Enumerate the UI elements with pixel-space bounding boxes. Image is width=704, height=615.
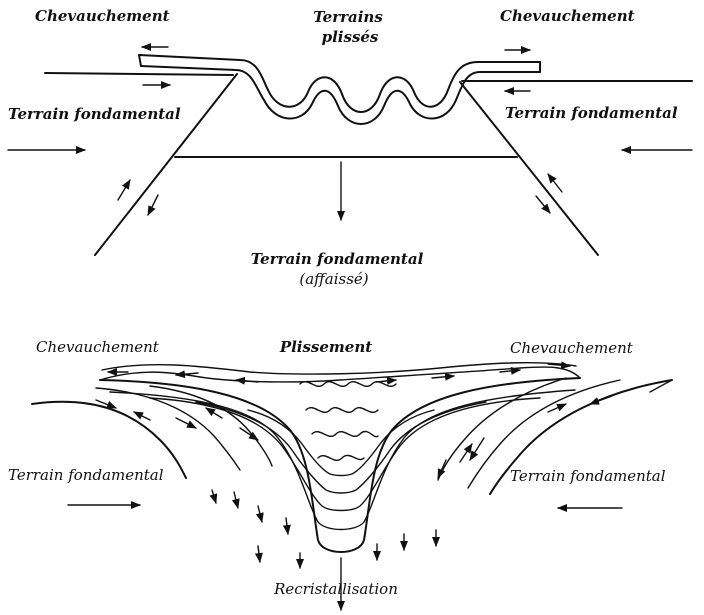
bottom-arrow-left-fault-3 — [176, 418, 196, 428]
bottom-left-fault-3 — [150, 386, 272, 466]
top-arrow-right-fault-down — [536, 196, 550, 213]
top-label-basement-left: Terrain fondamental — [8, 105, 181, 123]
bottom-fold-layer-3 — [150, 398, 540, 511]
top-label-basement-center-line1: Terrain fondamental — [251, 250, 424, 268]
top-arrow-left-fault-up — [118, 180, 130, 200]
bottom-fold-outer — [100, 378, 580, 552]
bottom-label-folding: Plissement — [279, 338, 372, 356]
top-label-basement-right: Terrain fondamental — [505, 104, 678, 122]
top-label-overthrust-right: Chevauchement — [500, 7, 635, 25]
bottom-arrow-top-3 — [236, 380, 258, 382]
bottom-arrow-right-fault-3 — [470, 438, 484, 460]
bottom-arrow-top-5 — [500, 370, 520, 372]
top-label-overthrust-left: Chevauchement — [35, 7, 170, 25]
bottom-fold-top-band-2 — [102, 363, 576, 374]
bottom-fold-layer-5 — [248, 410, 434, 476]
bottom-label-overthrust-right: Chevauchement — [510, 339, 634, 357]
bottom-arrow-down-1 — [212, 490, 216, 503]
top-diagram: Chevauchement Chevauchement Terrains pli… — [8, 7, 692, 288]
bottom-crenulation-4 — [318, 455, 364, 460]
bottom-diagram: Chevauchement Plissement Chevauchement T… — [8, 338, 672, 610]
top-label-folded-terrain-line2: plissés — [322, 28, 379, 46]
top-arrow-left-fault-down — [148, 195, 158, 215]
bottom-label-recrystallization: Recristallisation — [273, 580, 398, 598]
bottom-crenulation-2 — [306, 408, 378, 413]
bottom-fold-top-band — [100, 367, 580, 382]
bottom-arrow-top-4 — [432, 376, 454, 378]
top-folded-band-left-cap — [139, 55, 141, 66]
bottom-arrow-left-fault-2 — [134, 412, 150, 420]
bottom-arrow-right-fault-1 — [590, 396, 612, 404]
bottom-crenulation-3 — [312, 431, 378, 436]
bottom-crenulation-1 — [300, 382, 396, 387]
bottom-label-overthrust-left: Chevauchement — [36, 338, 160, 356]
bottom-left-fault-2 — [96, 388, 240, 470]
top-left-fault-line — [95, 74, 237, 255]
bottom-arrow-down-5 — [258, 546, 260, 562]
bottom-arrow-down-4 — [286, 518, 288, 534]
bottom-label-basement-right: Terrain fondamental — [510, 467, 666, 485]
top-label-folded-terrain-line1: Terrains — [313, 8, 383, 26]
top-arrow-right-fault-up — [548, 174, 562, 192]
bottom-arrow-down-2 — [234, 492, 238, 508]
bottom-arrow-top-7 — [376, 380, 396, 382]
top-folded-band-upper — [139, 55, 540, 112]
top-label-basement-center-line2: (affaissé) — [299, 270, 368, 288]
bottom-arrow-right-fault-5 — [438, 460, 446, 478]
bottom-label-basement-left: Terrain fondamental — [8, 466, 164, 484]
top-surface-left-line — [45, 73, 233, 75]
bottom-arrow-down-3 — [258, 506, 262, 522]
